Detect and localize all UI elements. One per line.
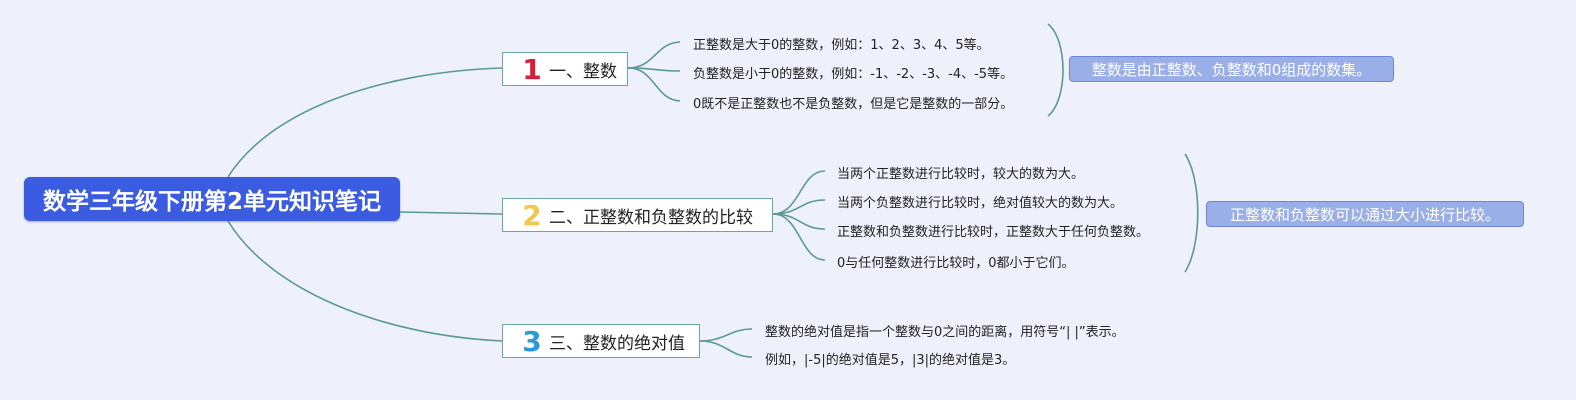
topic-label: 三、整数的绝对值 (549, 333, 685, 354)
connector-t3-leaf2 (699, 340, 753, 358)
number-marker-2: 2 (522, 198, 542, 232)
connector-root-topic3 (227, 220, 503, 342)
topic-integers[interactable]: 1 一、整数 (502, 52, 628, 86)
leaf-item: 当两个正整数进行比较时，较大的数为大。 (837, 167, 1085, 182)
summary-box-1[interactable]: 整数是由正整数、负整数和0组成的数集。 (1069, 56, 1394, 82)
summary-brace-2 (1184, 153, 1199, 273)
connector-t1-leaf3 (627, 67, 681, 102)
number-marker-1: 1 (522, 52, 542, 86)
connector-t1-leaf1 (627, 41, 681, 69)
topic-label: 二、正整数和负整数的比较 (549, 207, 753, 228)
summary-text: 正整数和负整数可以通过大小进行比较。 (1229, 205, 1500, 224)
connector-t2-leaf4 (772, 213, 826, 261)
connector-root-topic1 (227, 67, 503, 178)
topic-absolute-value[interactable]: 3 三、整数的绝对值 (502, 324, 700, 358)
root-title: 数学三年级下册第2单元知识笔记 (42, 189, 381, 215)
leaf-item: 负整数是小于0的整数，例如：-1、-2、-3、-4、-5等。 (693, 67, 1014, 82)
connector-t3-leaf1 (699, 328, 753, 342)
leaf-item: 整数的绝对值是指一个整数与0之间的距离，用符号“| |”表示。 (765, 325, 1125, 340)
leaf-item: 例如，|-5|的绝对值是5，|3|的绝对值是3。 (765, 353, 1016, 368)
topic-comparison[interactable]: 2 二、正整数和负整数的比较 (502, 198, 773, 232)
summary-brace-1 (1047, 23, 1064, 117)
number-marker-3: 3 (522, 324, 542, 358)
summary-text: 整数是由正整数、负整数和0组成的数集。 (1091, 60, 1372, 79)
leaf-item: 0与任何整数进行比较时，0都小于它们。 (837, 256, 1075, 271)
leaf-item: 0既不是正整数也不是负整数，但是它是整数的一部分。 (693, 97, 1014, 112)
summary-box-2[interactable]: 正整数和负整数可以通过大小进行比较。 (1206, 201, 1524, 227)
leaf-item: 正整数是大于0的整数，例如：1、2、3、4、5等。 (693, 38, 990, 53)
leaf-item: 正整数和负整数进行比较时，正整数大于任何负整数。 (837, 225, 1150, 240)
connector-root-topic2 (399, 211, 503, 215)
leaf-item: 当两个负整数进行比较时，绝对值较大的数为大。 (837, 196, 1124, 211)
topic-label: 一、整数 (549, 61, 617, 82)
root-node[interactable]: 数学三年级下册第2单元知识笔记 (24, 177, 400, 221)
